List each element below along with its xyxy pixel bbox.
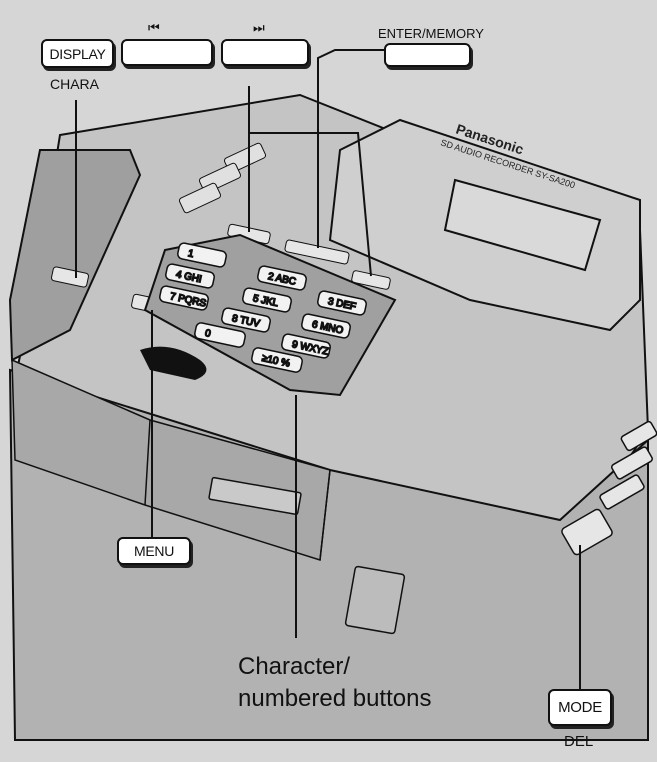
display-button[interactable]: DISPLAY — [41, 39, 114, 68]
card-slot — [208, 476, 302, 516]
leader-lines — [75, 49, 581, 690]
skip-forward-button[interactable] — [221, 39, 309, 66]
keypad-key — [317, 290, 367, 316]
keypad-key — [251, 347, 303, 373]
keypad-key — [242, 287, 292, 313]
front-seam — [319, 469, 331, 561]
front-slot-2 — [344, 565, 406, 635]
right-button — [599, 474, 645, 510]
mode-button[interactable]: MODE — [548, 689, 612, 726]
keypad-key — [177, 242, 227, 268]
keypad-key — [159, 285, 209, 311]
device-skip-forward-button — [351, 270, 391, 290]
keypad-callout-line1: Character/ — [238, 653, 351, 680]
keypad-callout-line2: numbered buttons — [238, 685, 432, 712]
enter-memory-label: ENTER/MEMORY — [378, 26, 484, 41]
keypad-key — [194, 322, 246, 348]
keypad-key-label: 1 — [187, 248, 195, 260]
menu-button[interactable]: MENU — [117, 537, 191, 565]
device-display-button — [50, 266, 90, 288]
enter-memory-button[interactable] — [384, 43, 471, 67]
keypad-key — [221, 307, 271, 333]
skip-forward-icon: ⏭ — [253, 21, 265, 36]
del-label: DEL — [564, 733, 594, 750]
leader-skip-bracket — [249, 132, 372, 277]
keypad-key — [165, 263, 215, 289]
front-seam — [144, 419, 151, 506]
skip-back-button[interactable] — [121, 39, 213, 66]
leader-enter — [317, 49, 386, 248]
lcd-screen — [443, 178, 602, 272]
keypad-key — [281, 333, 331, 359]
right-button — [620, 420, 657, 452]
sd-logo-mark — [140, 346, 207, 380]
right-button — [561, 508, 613, 556]
right-button — [611, 446, 653, 480]
chara-label: CHARA — [50, 76, 100, 92]
keypad-key — [257, 265, 307, 291]
right-side-buttons — [561, 420, 657, 556]
keypad-key — [301, 313, 351, 339]
side-button-3 — [178, 182, 222, 214]
keypad-key-label: 0 — [204, 328, 212, 340]
skip-back-icon: ⏮ — [148, 21, 160, 36]
